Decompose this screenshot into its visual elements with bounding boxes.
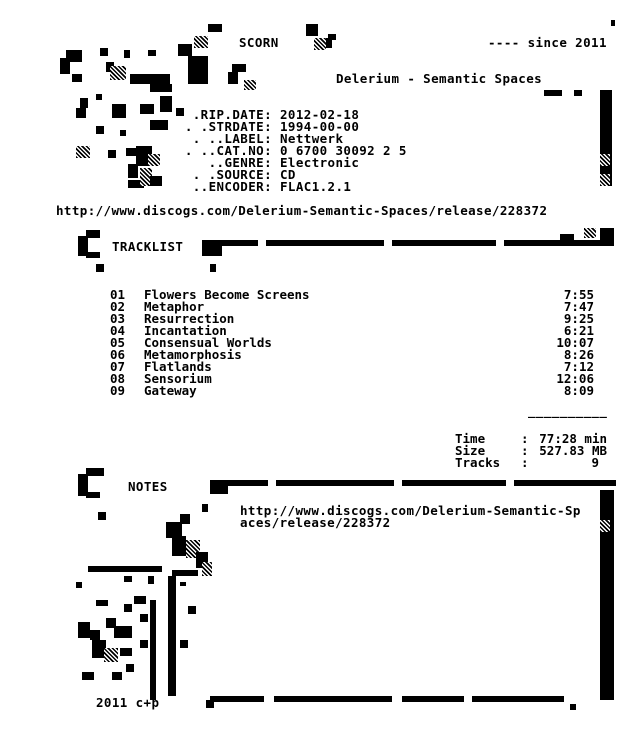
track-number: 03 bbox=[110, 311, 126, 326]
info-label: . ..CAT.NO: bbox=[184, 143, 272, 158]
footer-copyright: 2011 c+p bbox=[96, 695, 160, 710]
track-duration: 8:09 bbox=[563, 383, 594, 398]
group-name: SCORN bbox=[239, 35, 279, 50]
info-value: Nettwerk bbox=[280, 131, 344, 146]
track-title: Metamorphosis bbox=[144, 347, 242, 362]
totals-colon: : bbox=[521, 443, 529, 458]
track-number: 05 bbox=[110, 335, 126, 350]
totals-value: 77:28 min bbox=[539, 431, 607, 446]
track-title: Consensual Worlds bbox=[144, 335, 272, 350]
track-duration: 7:12 bbox=[563, 359, 594, 374]
since-label: ---- since 2011 bbox=[488, 35, 607, 50]
info-label: . .SOURCE: bbox=[192, 167, 272, 182]
track-title: Resurrection bbox=[144, 311, 235, 326]
track-row: 01 Flowers Become Screens 7:55 bbox=[110, 287, 594, 302]
totals-separator: __________ bbox=[528, 403, 608, 418]
track-duration: 7:47 bbox=[563, 299, 594, 314]
totals-value: 9 bbox=[591, 455, 599, 470]
track-number: 02 bbox=[110, 299, 126, 314]
track-number: 09 bbox=[110, 383, 126, 398]
track-row: 03 Resurrection 9:25 bbox=[110, 311, 594, 326]
track-title: Flowers Become Screens bbox=[144, 287, 310, 302]
discogs-link[interactable]: http://www.discogs.com/Delerium-Semantic… bbox=[56, 203, 548, 218]
track-row: 02 Metaphor 7:47 bbox=[110, 299, 594, 314]
notes-line: http://www.discogs.com/Delerium-Semantic… bbox=[240, 503, 581, 518]
totals: Time : 77:28 min Size : 527.83 MB Tracks… bbox=[455, 431, 607, 470]
track-duration: 10:07 bbox=[556, 335, 594, 350]
totals-row: Size : 527.83 MB bbox=[455, 443, 607, 458]
track-duration: 6:21 bbox=[563, 323, 594, 338]
track-row: 06 Metamorphosis 8:26 bbox=[110, 347, 594, 362]
track-number: 06 bbox=[110, 347, 126, 362]
track-number: 01 bbox=[110, 287, 126, 302]
track-number: 07 bbox=[110, 359, 126, 374]
info-label: ..ENCODER: bbox=[192, 179, 272, 194]
track-row: 04 Incantation 6:21 bbox=[110, 323, 594, 338]
totals-label: Size bbox=[455, 443, 486, 458]
totals-colon: : bbox=[521, 431, 529, 446]
track-title: Gateway bbox=[144, 383, 197, 398]
info-value: 1994-00-00 bbox=[280, 119, 360, 134]
track-duration: 12:06 bbox=[556, 371, 594, 386]
track-duration: 9:25 bbox=[563, 311, 594, 326]
track-number: 04 bbox=[110, 323, 126, 338]
totals-value: 527.83 MB bbox=[539, 443, 607, 458]
totals-label: Tracks bbox=[455, 455, 501, 470]
totals-row: Time : 77:28 min bbox=[455, 431, 607, 446]
track-row: 09 Gateway 8:09 bbox=[110, 383, 594, 398]
track-title: Metaphor bbox=[144, 299, 205, 314]
totals-colon: : bbox=[521, 455, 529, 470]
info-value: FLAC1.2.1 bbox=[280, 179, 352, 194]
track-number: 08 bbox=[110, 371, 126, 386]
totals-label: Time bbox=[455, 431, 486, 446]
notes-heading: NOTES bbox=[128, 479, 168, 494]
track-duration: 8:26 bbox=[563, 347, 594, 362]
info-label: . .STRDATE: bbox=[184, 119, 272, 134]
notes-line: aces/release/228372 bbox=[240, 515, 391, 530]
track-title: Sensorium bbox=[144, 371, 212, 386]
track-title: Flatlands bbox=[144, 359, 212, 374]
info-label: . ..LABEL: bbox=[192, 131, 272, 146]
track-row: 08 Sensorium 12:06 bbox=[110, 371, 594, 386]
totals-row: Tracks : 9 bbox=[455, 455, 607, 470]
track-row: 07 Flatlands 7:12 bbox=[110, 359, 594, 374]
info-value: CD bbox=[280, 167, 296, 182]
info-label: ..GENRE: bbox=[208, 155, 272, 170]
info-label: .RIP.DATE: bbox=[192, 107, 272, 122]
track-duration: 7:55 bbox=[563, 287, 594, 302]
tracklist-heading: TRACKLIST bbox=[112, 239, 184, 254]
info-value: 2012-02-18 bbox=[280, 107, 360, 122]
release-title: Delerium - Semantic Spaces bbox=[336, 71, 543, 86]
info-value: Electronic bbox=[280, 155, 360, 170]
track-row: 05 Consensual Worlds 10:07 bbox=[110, 335, 594, 350]
info-value: 0 6700 30092 2 5 bbox=[280, 143, 407, 158]
track-title: Incantation bbox=[144, 323, 227, 338]
